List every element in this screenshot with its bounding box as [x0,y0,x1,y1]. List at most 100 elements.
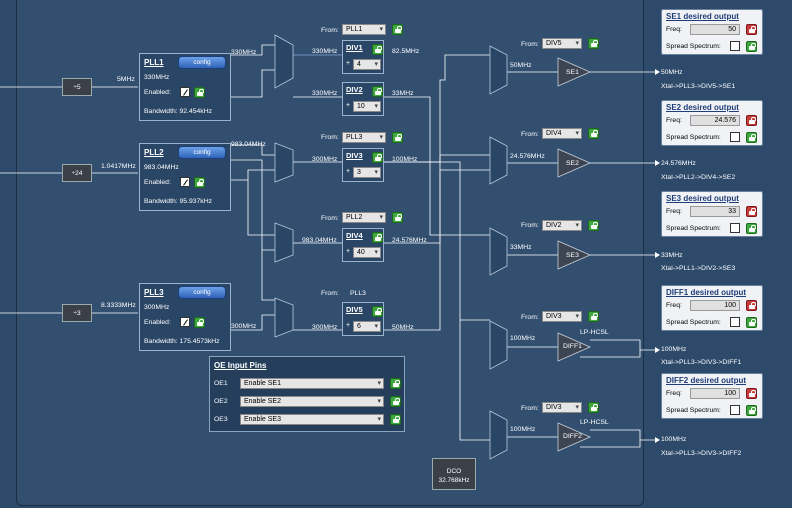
se3-desired-panel: SE3 desired output Freq: 33 Spread Spect… [661,191,763,237]
diff1-desired-panel: DIFF1 desired output Freq: 100 Spread Sp… [661,285,763,331]
div3-from-select[interactable]: PLL3 [342,132,386,143]
div5-value-select[interactable]: 6 [353,321,381,332]
div3-value-select[interactable]: 3 [353,167,381,178]
plus-sign: + [346,322,351,329]
pll2-block: PLL2 config 983.04MHz Enabled: Bandwidth… [139,143,231,211]
spread-spectrum-label: Spread Spectrum: [666,319,721,326]
lock-icon[interactable] [588,38,599,49]
lock-icon[interactable] [746,223,757,234]
oe1-select[interactable]: Enable SE1 [240,378,384,389]
pll1-config-button[interactable]: config [178,56,226,69]
diff2-from-label: From: [521,405,539,412]
lock-icon[interactable] [746,115,757,126]
div5-block: DIV5 + 6 [342,302,384,336]
plus-sign: + [346,168,351,175]
prescaler-1-out: 5MHz [117,76,135,83]
div1-value-select[interactable]: 4 [353,59,381,70]
lock-icon[interactable] [588,402,599,413]
lock-icon[interactable] [372,306,383,317]
pencil-icon[interactable] [180,87,190,97]
lock-icon[interactable] [392,132,403,143]
prescaler-3: ÷3 [62,304,92,322]
div3-in: 300MHz [312,156,338,163]
pll1-out-label: 330MHz [231,49,257,56]
plus-sign: + [346,248,351,255]
lock-icon[interactable] [372,232,383,243]
se3-from-select[interactable]: DIV2 [542,220,582,231]
se2-freq-input[interactable]: 24.576 [690,115,740,126]
lock-icon[interactable] [194,317,205,328]
pll2-config-button[interactable]: config [178,146,226,159]
se1-freq-input[interactable]: 50 [690,24,740,35]
se3-freq-input[interactable]: 33 [690,206,740,217]
diff2-freq-input[interactable]: 100 [690,388,740,399]
se2-desired-panel: SE2 desired output Freq: 24.576 Spread S… [661,100,763,146]
freq-label: Freq: [666,208,682,215]
diff1-in-freq: 100MHz [510,335,536,342]
pll3-block: PLL3 config 300MHz Enabled: Bandwidth: 1… [139,283,231,351]
se1-buffer-label: SE1 [566,69,579,76]
lock-icon[interactable] [194,177,205,188]
se1-in-freq: 50MHz [510,62,532,69]
oe2-select[interactable]: Enable SE2 [240,396,384,407]
diff1-spread-checkbox[interactable] [730,317,740,327]
se2-from-select[interactable]: DIV4 [542,128,582,139]
div3-title: DIV3 [346,151,363,160]
pll3-config-button[interactable]: config [178,286,226,299]
lock-icon[interactable] [588,220,599,231]
lock-icon[interactable] [390,378,401,389]
div5-in: 300MHz [312,324,338,331]
dco-freq: 32.768kHz [438,477,470,484]
diff2-spread-checkbox[interactable] [730,405,740,415]
lock-icon[interactable] [390,396,401,407]
pll3-enabled-label: Enabled: [144,319,171,326]
prescaler-2: ÷24 [62,164,92,182]
lock-icon[interactable] [588,128,599,139]
lock-icon[interactable] [746,24,757,35]
lock-icon[interactable] [746,405,757,416]
freq-label: Freq: [666,390,682,397]
div4-from-select[interactable]: PLL2 [342,212,386,223]
se3-buffer-label: SE3 [566,252,579,259]
diff2-from-select[interactable]: DIV3 [542,402,582,413]
spread-spectrum-label: Spread Spectrum: [666,134,721,141]
diff1-from-select[interactable]: DIV3 [542,311,582,322]
se1-spread-checkbox[interactable] [730,41,740,51]
pencil-icon[interactable] [180,177,190,187]
lock-icon[interactable] [372,44,383,55]
lock-icon[interactable] [746,388,757,399]
diff1-freq-input[interactable]: 100 [690,300,740,311]
div3-from-label: From: [321,134,339,141]
dco-title: DCO [446,468,462,475]
lock-icon[interactable] [392,24,403,35]
lock-icon[interactable] [746,41,757,52]
div2-out: 33MHz [392,90,414,97]
se1-from-select[interactable]: DIV5 [542,38,582,49]
lock-icon[interactable] [194,87,205,98]
lock-icon[interactable] [390,414,401,425]
lock-icon[interactable] [372,152,383,163]
pll3-title: PLL3 [144,288,164,297]
div5-from-value: PLL3 [350,290,366,297]
lock-icon[interactable] [746,206,757,217]
se3-from-label: From: [521,222,539,229]
div2-block: DIV2 + 10 [342,82,384,116]
diff2-desired-title: DIFF2 desired output [666,376,746,385]
se3-spread-checkbox[interactable] [730,223,740,233]
div1-from-select[interactable]: PLL1 [342,24,386,35]
lock-icon[interactable] [746,317,757,328]
lock-icon[interactable] [746,132,757,143]
diff2-out-freq: 100MHz [661,436,687,443]
se2-spread-checkbox[interactable] [730,132,740,142]
lock-icon[interactable] [372,86,383,97]
oe3-select[interactable]: Enable SE3 [240,414,384,425]
diff1-from-label: From: [521,314,539,321]
lock-icon[interactable] [746,300,757,311]
lock-icon[interactable] [588,311,599,322]
lock-icon[interactable] [392,212,403,223]
div4-value-select[interactable]: 40 [353,247,381,258]
div3-out: 100MHz [392,156,418,163]
div2-value-select[interactable]: 10 [353,101,381,112]
pencil-icon[interactable] [180,317,190,327]
div5-title: DIV5 [346,305,363,314]
